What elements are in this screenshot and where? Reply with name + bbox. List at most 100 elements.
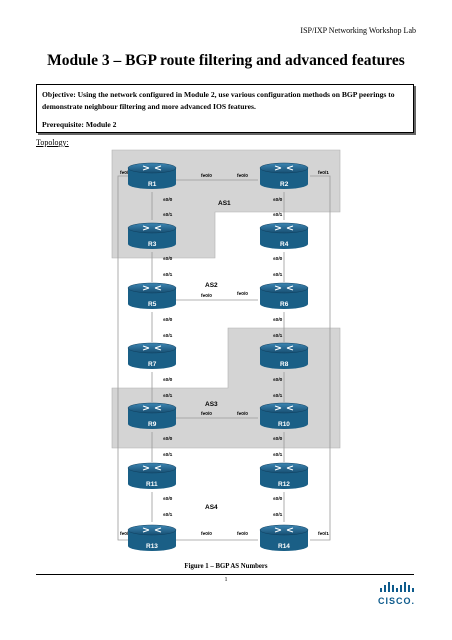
svg-text:s0/0: s0/0 bbox=[163, 377, 173, 383]
router-top bbox=[259, 282, 309, 294]
svg-text:s0/0: s0/0 bbox=[163, 496, 173, 502]
router-arrows-icon bbox=[274, 285, 294, 291]
router-arrows-icon bbox=[142, 405, 162, 411]
svg-text:s0/0: s0/0 bbox=[273, 496, 283, 502]
svg-text:s0/0: s0/0 bbox=[273, 436, 283, 442]
router-label: R4 bbox=[280, 241, 289, 248]
svg-text:fe0/1: fe0/1 bbox=[120, 170, 131, 176]
svg-text:fe0/0: fe0/0 bbox=[237, 411, 248, 417]
router-top bbox=[127, 162, 177, 174]
svg-text:s0/1: s0/1 bbox=[273, 393, 283, 399]
topology-label: Topology: bbox=[36, 138, 69, 147]
objective-text: Using the network configured in Module 2… bbox=[42, 90, 395, 111]
router-r2: R2 bbox=[259, 162, 309, 189]
router-top bbox=[259, 524, 309, 536]
router-r12: R12 bbox=[259, 462, 309, 489]
running-header: ISP/IXP Networking Workshop Lab bbox=[300, 26, 416, 35]
router-body bbox=[260, 468, 308, 489]
router-label: R14 bbox=[278, 543, 290, 550]
router-label: R11 bbox=[146, 481, 158, 488]
router-r3: R3 bbox=[127, 222, 177, 249]
router-body bbox=[128, 168, 176, 189]
router-label: R2 bbox=[280, 181, 289, 188]
router-top bbox=[259, 222, 309, 234]
as1-label: AS1 bbox=[218, 200, 231, 207]
router-arrows-icon bbox=[274, 405, 294, 411]
svg-text:s0/0: s0/0 bbox=[163, 197, 173, 203]
router-top bbox=[127, 402, 177, 414]
router-body bbox=[128, 348, 176, 369]
router-r7: R7 bbox=[127, 342, 177, 369]
page-title: Module 3 – BGP route filtering and advan… bbox=[47, 52, 405, 69]
svg-text:fe0/1: fe0/1 bbox=[318, 170, 329, 176]
svg-text:s0/0: s0/0 bbox=[273, 377, 283, 383]
footer-rule bbox=[36, 574, 414, 575]
as4-label: AS4 bbox=[205, 504, 218, 511]
svg-text:fe0/1: fe0/1 bbox=[120, 531, 131, 537]
router-body bbox=[128, 288, 176, 309]
router-top bbox=[259, 402, 309, 414]
router-r9: R9 bbox=[127, 402, 177, 429]
svg-text:fe0/0: fe0/0 bbox=[237, 173, 248, 179]
svg-text:s0/1: s0/1 bbox=[273, 212, 283, 218]
router-top bbox=[259, 462, 309, 474]
router-body bbox=[128, 408, 176, 429]
cisco-logo-text: CISCO. bbox=[378, 596, 416, 606]
svg-text:fe0/0: fe0/0 bbox=[237, 531, 248, 537]
router-body bbox=[260, 348, 308, 369]
router-body bbox=[260, 408, 308, 429]
router-arrows-icon bbox=[142, 527, 162, 533]
router-label: R12 bbox=[278, 481, 290, 488]
svg-text:s0/1: s0/1 bbox=[163, 212, 173, 218]
svg-text:fe0/0: fe0/0 bbox=[201, 173, 212, 179]
interface-labels: fe0/1 fe0/0 fe0/0 fe0/1 s0/0 s0/0 s0/1 s… bbox=[120, 170, 329, 537]
router-arrows-icon bbox=[142, 165, 162, 171]
prerequisite-label: Prerequisite: bbox=[42, 120, 84, 129]
router-arrows-icon bbox=[142, 285, 162, 291]
svg-text:fe0/1: fe0/1 bbox=[318, 531, 329, 537]
router-r11: R11 bbox=[127, 462, 177, 489]
prerequisite-text: Module 2 bbox=[85, 120, 117, 129]
router-arrows-icon bbox=[142, 345, 162, 351]
svg-text:fe0/0: fe0/0 bbox=[237, 291, 248, 297]
objective-box: Objective: Using the network configured … bbox=[36, 84, 414, 133]
router-body bbox=[128, 468, 176, 489]
router-label: R10 bbox=[278, 421, 290, 428]
svg-text:s0/0: s0/0 bbox=[163, 436, 173, 442]
router-body bbox=[128, 530, 176, 551]
router-top bbox=[127, 342, 177, 354]
router-arrows-icon bbox=[274, 527, 294, 533]
router-top bbox=[127, 462, 177, 474]
router-arrows-icon bbox=[274, 165, 294, 171]
svg-text:s0/1: s0/1 bbox=[273, 272, 283, 278]
router-top bbox=[259, 162, 309, 174]
svg-text:s0/1: s0/1 bbox=[163, 452, 173, 458]
page-number: 1 bbox=[224, 577, 228, 583]
cisco-logo bbox=[380, 582, 414, 592]
router-r10: R10 bbox=[259, 402, 309, 429]
router-r4: R4 bbox=[259, 222, 309, 249]
svg-text:s0/1: s0/1 bbox=[273, 333, 283, 339]
router-top bbox=[127, 282, 177, 294]
figure-caption: Figure 1 – BGP AS Numbers bbox=[184, 563, 268, 570]
svg-text:fe0/0: fe0/0 bbox=[201, 531, 212, 537]
as2-label: AS2 bbox=[205, 282, 218, 289]
router-label: R5 bbox=[148, 301, 157, 308]
router-arrows-icon bbox=[274, 225, 294, 231]
svg-text:s0/1: s0/1 bbox=[163, 333, 173, 339]
router-r5: R5 bbox=[127, 282, 177, 309]
router-body bbox=[128, 228, 176, 249]
router-label: R13 bbox=[146, 543, 158, 550]
svg-text:s0/0: s0/0 bbox=[273, 317, 283, 323]
router-arrows-icon bbox=[274, 465, 294, 471]
router-r6: R6 bbox=[259, 282, 309, 309]
router-label: R3 bbox=[148, 241, 157, 248]
svg-text:s0/0: s0/0 bbox=[273, 256, 283, 262]
router-label: R7 bbox=[148, 361, 157, 368]
objective-label: Objective: bbox=[42, 90, 76, 99]
router-body bbox=[260, 228, 308, 249]
router-body bbox=[260, 288, 308, 309]
as3-label: AS3 bbox=[205, 401, 218, 408]
svg-text:s0/1: s0/1 bbox=[163, 393, 173, 399]
